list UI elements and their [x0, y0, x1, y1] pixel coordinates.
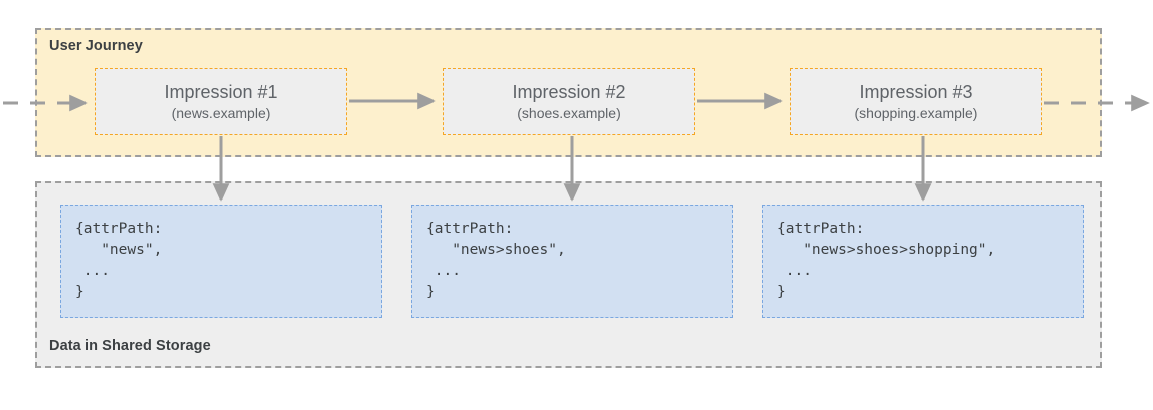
shared-storage-label: Data in Shared Storage [49, 338, 211, 354]
storage-entry-code-3: {attrPath: "news>shoes>shopping", ... } [777, 221, 996, 300]
storage-entry-box-2: {attrPath: "news>shoes", ... } [411, 205, 733, 318]
storage-entry-code-2: {attrPath: "news>shoes", ... } [426, 221, 566, 300]
user-journey-label: User Journey [49, 38, 143, 54]
impression-title-3: Impression #3 [859, 81, 973, 102]
storage-entry-code-1: {attrPath: "news", ... } [75, 221, 163, 300]
storage-entry-box-1: {attrPath: "news", ... } [60, 205, 382, 318]
impression-box-3: Impression #3 (shopping.example) [790, 68, 1042, 135]
impression-site-2: (shoes.example) [517, 104, 621, 121]
impression-title-1: Impression #1 [164, 81, 278, 102]
impression-box-2: Impression #2 (shoes.example) [443, 68, 695, 135]
impression-box-1: Impression #1 (news.example) [95, 68, 347, 135]
storage-entry-box-3: {attrPath: "news>shoes>shopping", ... } [762, 205, 1084, 318]
impression-site-1: (news.example) [171, 104, 271, 121]
impression-title-2: Impression #2 [512, 81, 626, 102]
impression-site-3: (shopping.example) [854, 104, 978, 121]
